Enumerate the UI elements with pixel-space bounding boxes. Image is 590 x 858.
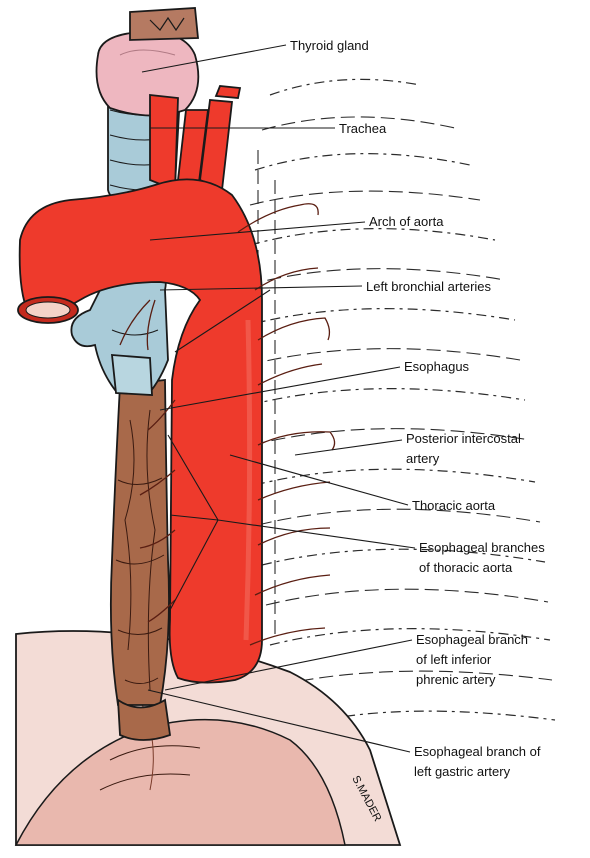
label-left-bronchial-arteries: Left bronchial arteries <box>366 279 492 294</box>
ribs <box>248 79 555 725</box>
label-phrenic-1: Esophageal branch <box>416 632 528 647</box>
label-posterior-intercostal-2: artery <box>406 451 440 466</box>
label-esophageal-branches-2: of thoracic aorta <box>419 560 513 575</box>
label-phrenic-3: phrenic artery <box>416 672 496 687</box>
label-gastric-2: left gastric artery <box>414 764 511 779</box>
thyroid-gland <box>97 8 199 116</box>
label-esophageal-branches-1: Esophageal branches <box>419 540 545 555</box>
esophagus <box>111 380 170 740</box>
label-trachea: Trachea <box>339 121 387 136</box>
label-phrenic-2: of left inferior <box>416 652 492 667</box>
label-gastric-1: Esophageal branch of <box>414 744 541 759</box>
label-thoracic-aorta: Thoracic aorta <box>412 498 496 513</box>
label-posterior-intercostal-1: Posterior intercostal <box>406 431 521 446</box>
label-arch-of-aorta: Arch of aorta <box>369 214 444 229</box>
label-thyroid-gland: Thyroid gland <box>290 38 369 53</box>
label-esophagus: Esophagus <box>404 359 470 374</box>
